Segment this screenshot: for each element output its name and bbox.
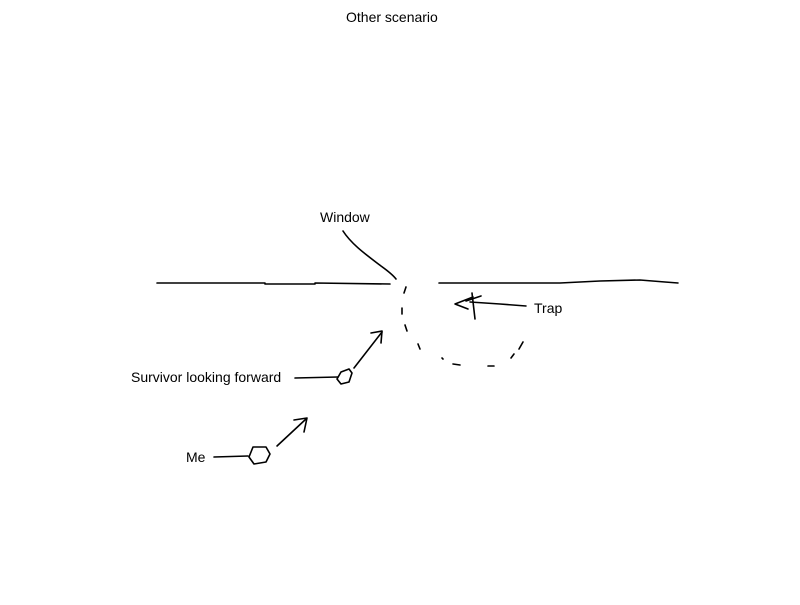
arc-dash (404, 324, 408, 332)
survivor-shape (336, 368, 353, 385)
wall-right-segment (438, 279, 679, 284)
diagram-title: Other scenario (346, 9, 438, 25)
me-shape (248, 446, 271, 465)
trap-pointer-line (469, 301, 527, 307)
trap-stroke (471, 292, 476, 320)
me-arrow-shaft (276, 418, 307, 447)
arc-dash (510, 353, 515, 359)
arc-dash (518, 341, 524, 350)
survivor-arrow-head (370, 330, 383, 344)
arc-dash (403, 286, 407, 294)
arc-dash (417, 343, 421, 350)
me-pointer-line (213, 455, 249, 458)
window-pointer-line (342, 230, 397, 280)
trap-shape (454, 292, 482, 320)
arc-dash (452, 363, 461, 366)
survivor-arrow-shaft (353, 331, 383, 369)
survivor-label: Survivor looking forward (131, 369, 282, 385)
trap-stroke (465, 295, 482, 302)
wall-left-segment (156, 282, 391, 285)
me-label: Me (186, 449, 206, 465)
me-arrow-head (293, 417, 308, 433)
dashed-arc (401, 286, 524, 367)
window-label: Window (320, 209, 370, 225)
arc-dash (441, 357, 444, 360)
trap-label: Trap (534, 300, 563, 316)
survivor-pointer-line (294, 376, 339, 379)
trap-stroke (454, 296, 474, 310)
